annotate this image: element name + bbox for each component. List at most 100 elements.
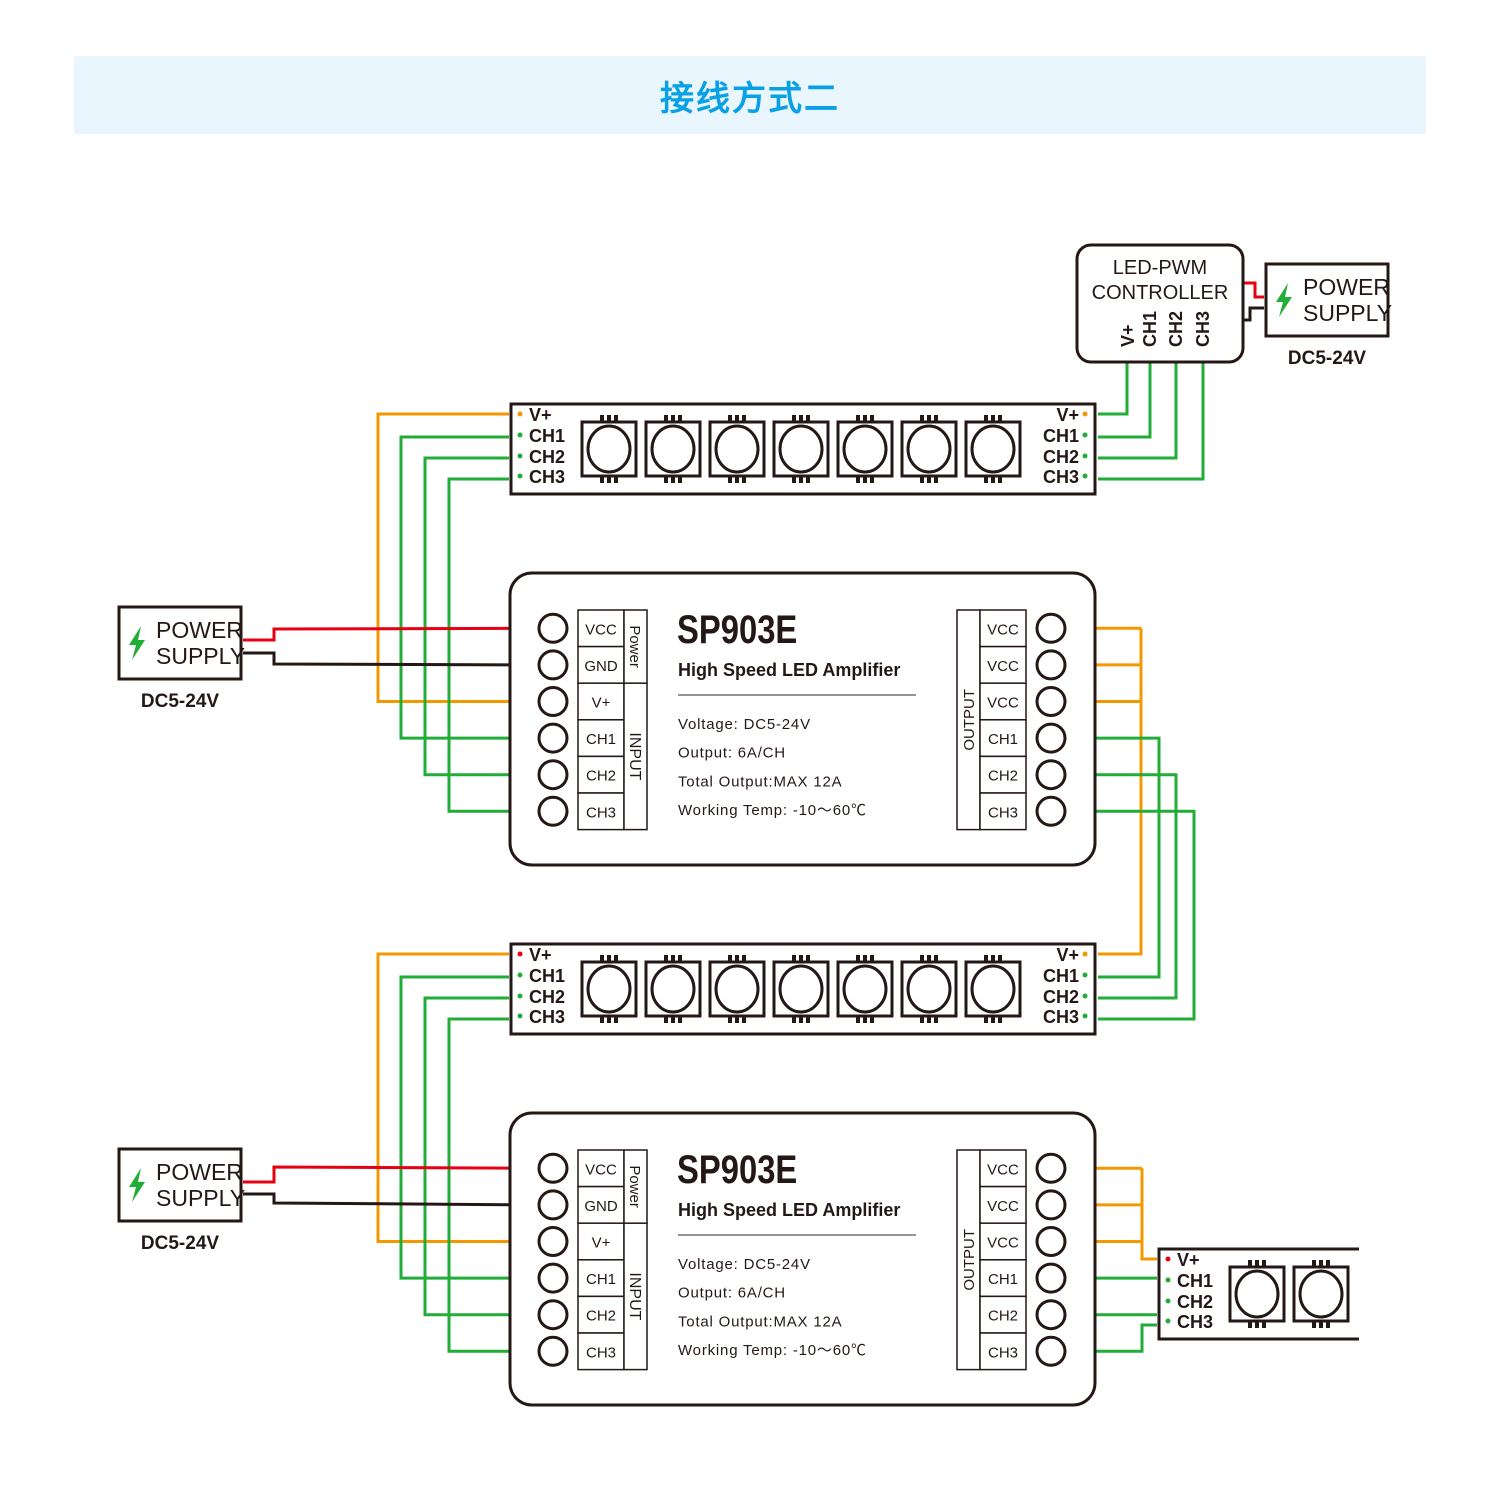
wire-power-positive bbox=[243, 1165, 535, 1184]
led-pin-bottom bbox=[600, 1016, 604, 1023]
led-lens bbox=[842, 964, 888, 1014]
spec-line: Working Temp: -10～60℃ bbox=[678, 1342, 867, 1359]
led-pin-bottom bbox=[678, 1016, 682, 1023]
output-terminal-label: VCC bbox=[987, 1235, 1019, 1252]
input-group-cell bbox=[623, 682, 648, 831]
output-terminal-label: VCC bbox=[987, 621, 1019, 638]
strip-pin-label-left: CH1 bbox=[529, 966, 565, 986]
led-pin-bottom bbox=[799, 476, 803, 483]
spec-line: Output: 6A/CH bbox=[678, 745, 786, 762]
strip-pin-label-left: V+ bbox=[529, 405, 552, 425]
pin-dot bbox=[1165, 1318, 1171, 1324]
pin-dot bbox=[517, 993, 523, 999]
led-pin-bottom bbox=[1319, 1321, 1323, 1328]
led-pin-top bbox=[671, 955, 675, 962]
led-chip-body bbox=[772, 960, 830, 1018]
led-pin-bottom bbox=[671, 1016, 675, 1023]
led-pin-top bbox=[1326, 1260, 1330, 1267]
led-lens bbox=[650, 964, 696, 1014]
led-pin-top bbox=[920, 955, 924, 962]
power-supply-label-line1: POWER bbox=[1303, 274, 1390, 300]
lightning-bolt-icon bbox=[1276, 283, 1292, 317]
led-pin-bottom bbox=[927, 1016, 931, 1023]
output-terminal-screw bbox=[1035, 722, 1067, 754]
led-pin-bottom bbox=[671, 476, 675, 483]
led-pin-top bbox=[870, 415, 874, 422]
wire-strip-to-amplifier-input bbox=[447, 1017, 534, 1353]
wire-amplifier-to-strip bbox=[1065, 809, 1196, 1021]
led-pin-bottom bbox=[607, 476, 611, 483]
terminal-cell bbox=[979, 645, 1027, 684]
led-pin-top bbox=[934, 415, 938, 422]
led-pin-bottom bbox=[664, 1016, 668, 1023]
power-supply-rating: DC5-24V bbox=[141, 1233, 219, 1254]
led-pin-top bbox=[998, 955, 1002, 962]
spec-line: Voltage: DC5-24V bbox=[678, 1256, 811, 1273]
led-pin-top bbox=[991, 955, 995, 962]
led-pin-bottom bbox=[600, 476, 604, 483]
header-banner: 接线方式二 bbox=[74, 56, 1426, 134]
terminal-cell bbox=[577, 1332, 625, 1371]
led-pin-top bbox=[614, 415, 618, 422]
led-chip-body bbox=[644, 420, 702, 478]
led-pin-top bbox=[671, 415, 675, 422]
led-pin-bottom bbox=[607, 1016, 611, 1023]
led-pin-bottom bbox=[920, 1016, 924, 1023]
input-terminal-screw bbox=[537, 612, 569, 644]
spec-line: Total Output:MAX 12A bbox=[678, 773, 842, 790]
input-terminal-screw bbox=[537, 722, 569, 754]
led-pin-top bbox=[799, 415, 803, 422]
led-pin-top bbox=[927, 415, 931, 422]
terminal-cell bbox=[979, 1259, 1027, 1298]
led-chip-body bbox=[1228, 1265, 1286, 1323]
led-pin-top bbox=[600, 955, 604, 962]
pin-dot bbox=[1165, 1298, 1171, 1304]
led-pin-top bbox=[664, 955, 668, 962]
pin-dot bbox=[1165, 1256, 1171, 1262]
led-pin-bottom bbox=[728, 1016, 732, 1023]
output-terminal-screw bbox=[1035, 686, 1067, 717]
led-pin-top bbox=[678, 955, 682, 962]
pin-dot bbox=[1082, 951, 1088, 957]
input-terminal-screw bbox=[537, 1299, 569, 1331]
strip-pin-label-left: V+ bbox=[529, 945, 552, 965]
pin-dot bbox=[1082, 432, 1088, 438]
power-supply-box bbox=[1264, 262, 1390, 338]
led-pin-bottom bbox=[934, 476, 938, 483]
controller-label-line1: LED-PWM bbox=[1113, 257, 1207, 279]
input-terminal-label: V+ bbox=[592, 695, 611, 712]
led-lens bbox=[586, 964, 632, 1014]
terminal-cell bbox=[577, 719, 625, 758]
input-terminal-screw bbox=[537, 795, 569, 827]
led-pin-bottom bbox=[998, 476, 1002, 483]
led-pin-bottom bbox=[1262, 1321, 1266, 1328]
pin-dot bbox=[1082, 993, 1088, 999]
led-pin-top bbox=[728, 955, 732, 962]
led-pin-top bbox=[806, 955, 810, 962]
wire-amplifier-to-strip bbox=[1098, 628, 1143, 956]
pin-dot bbox=[1082, 473, 1088, 479]
input-terminal-label: GND bbox=[584, 658, 618, 675]
terminal-cell bbox=[577, 645, 625, 684]
led-lens bbox=[778, 964, 824, 1014]
led-lens bbox=[778, 424, 824, 474]
led-pin-top bbox=[1262, 1260, 1266, 1267]
controller-label-line2: CONTROLLER bbox=[1092, 282, 1229, 304]
input-terminal-label: VCC bbox=[585, 621, 617, 638]
output-terminal-label: VCC bbox=[987, 658, 1019, 675]
led-pin-bottom bbox=[678, 476, 682, 483]
wire-amplifier-to-strip bbox=[1065, 736, 1161, 979]
led-pin-bottom bbox=[870, 476, 874, 483]
led-pin-top bbox=[934, 955, 938, 962]
output-terminal-screw bbox=[1035, 1226, 1067, 1257]
led-lens bbox=[1234, 1269, 1280, 1319]
led-pin-top bbox=[1248, 1260, 1252, 1267]
strip-pin-label-right: CH3 bbox=[1043, 467, 1079, 487]
wire-strip-to-amplifier-input bbox=[376, 412, 534, 703]
